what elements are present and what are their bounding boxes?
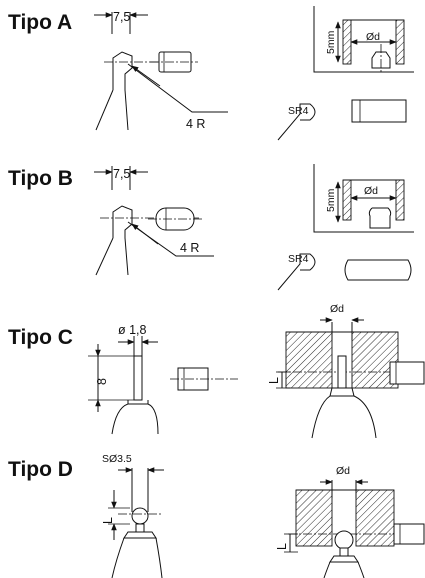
section-title: Tipo B (8, 167, 73, 190)
bore-detail: Ød 5mm (313, 6, 414, 73)
sphere-tip-detail: SR4 (277, 99, 407, 141)
pin-side-view (148, 207, 202, 231)
bore-diameter-label: Ød (366, 31, 380, 43)
insertion-length-label: L (101, 517, 115, 524)
dimension-width: 7,5 (94, 166, 148, 190)
section-tipo-c: Tipo C ø 1,8 8 (8, 303, 425, 439)
sphere-radius-label: SR4 (288, 253, 309, 265)
bore-diameter-label: Ød (330, 303, 344, 315)
probe-arm: 4 R (95, 205, 214, 276)
dimension-label: 7,5 (113, 167, 130, 181)
probe-stem: 8 (88, 344, 159, 435)
dimension-label: 7,5 (113, 10, 130, 24)
bore-detail: Ød 5mm (313, 164, 414, 233)
radius-label: 4 R (186, 117, 205, 131)
sphere-diameter-label: SØ3.5 (102, 453, 132, 465)
sphere-probe: L (101, 490, 163, 578)
bore-section: Ød L (267, 303, 425, 439)
insertion-length-label: L (267, 377, 281, 384)
section-title: Tipo C (8, 326, 73, 349)
probe-arm: 4 R (95, 51, 228, 131)
tip-diameter-dimension: ø 1,8 (118, 323, 158, 358)
bore-diameter-label: Ød (364, 185, 378, 197)
sphere-radius-label: SR4 (288, 105, 309, 117)
tip-diameter-label: ø 1,8 (118, 323, 147, 337)
bore-diameter-label: Ød (336, 465, 350, 477)
insertion-length-label-right: L (275, 543, 289, 550)
pin-side-view (150, 51, 198, 73)
sphere-diameter-dimension (118, 467, 164, 512)
pin-side-view (170, 367, 238, 391)
bore-depth-label: 5mm (325, 188, 337, 212)
section-tipo-b: Tipo B 7,5 4 R Ød (8, 164, 414, 291)
section-title: Tipo D (8, 458, 73, 481)
sphere-tip-detail: SR4 (277, 253, 412, 291)
bore-section: Ød L (275, 465, 425, 578)
bore-depth-label: 5mm (325, 30, 337, 54)
dimension-width: 7,5 (94, 10, 148, 34)
section-tipo-d: Tipo D SØ3.5 L (8, 453, 425, 578)
radius-label: 4 R (180, 241, 199, 255)
tip-length-label: 8 (95, 378, 109, 385)
section-title: Tipo A (8, 11, 72, 34)
section-tipo-a: Tipo A 7,5 4 R (8, 6, 414, 141)
